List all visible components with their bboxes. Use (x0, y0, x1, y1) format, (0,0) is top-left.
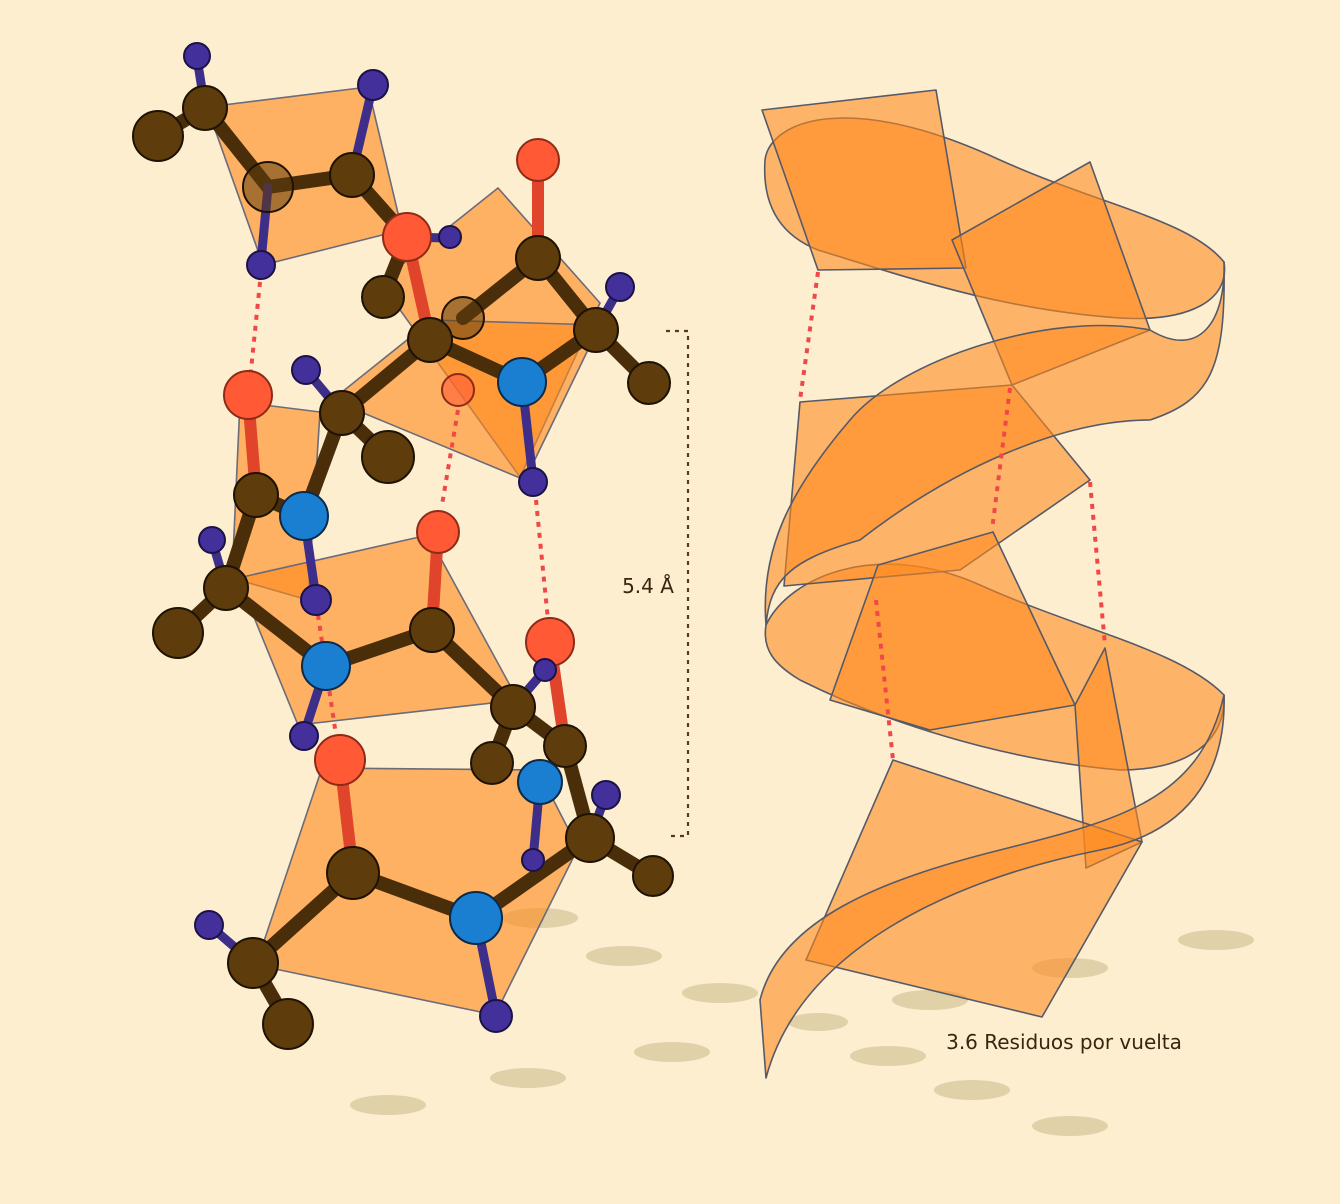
hydrogen-atom (246, 250, 276, 280)
shadow (1178, 930, 1254, 950)
ribbon-model: 3.6 Residuos por vuelta (759, 89, 1226, 1079)
hydrogen-bond (1088, 481, 1107, 646)
oxygen-atom (314, 734, 366, 786)
hydrogen-bond (534, 499, 550, 621)
residues-per-turn-label: 3.6 Residuos por vuelta (946, 1030, 1182, 1054)
shadow (350, 1095, 426, 1115)
hydrogen-atom (291, 355, 321, 385)
nitrogen-atom (497, 357, 547, 407)
carbon-atom (329, 152, 375, 198)
hydrogen-bond (248, 281, 262, 381)
hydrogen-atom (518, 467, 548, 497)
shadow (850, 1046, 926, 1066)
hydrogen-atom (438, 225, 462, 249)
hydrogen-bond (990, 387, 1012, 531)
hydrogen-atom (300, 584, 332, 616)
oxygen-atom (525, 617, 575, 667)
atoms (132, 42, 674, 1050)
pitch-bracket: 5.4 Å (622, 329, 690, 838)
carbon-atom (627, 361, 671, 405)
carbon-atom (515, 235, 561, 281)
carbon-atom (132, 110, 184, 162)
carbon-atom (409, 607, 455, 653)
nitrogen-atom (517, 759, 563, 805)
ground-shadows (350, 908, 1254, 1136)
ball-and-stick-model: 5.4 Å (132, 42, 690, 1050)
carbon-atom (632, 855, 674, 897)
hydrogen-atom (521, 848, 545, 872)
shadow (490, 1068, 566, 1088)
carbon-atom (227, 937, 279, 989)
shadow (1032, 1116, 1108, 1136)
carbon-atom (326, 846, 380, 900)
carbon-atom (152, 607, 204, 659)
hydrogen-atom (533, 658, 557, 682)
ribbon-segment-front (764, 261, 1225, 626)
carbon-atom (262, 998, 314, 1050)
peptide-plane (761, 89, 967, 271)
carbon-atom (233, 472, 279, 518)
carbon-atom (490, 684, 536, 730)
ribbon-hydrogen-bonds (798, 271, 1107, 761)
carbon-atom (407, 317, 453, 363)
hydrogen-atom (289, 721, 319, 751)
ribbon-segment-front (759, 694, 1225, 1079)
carbon-atom (203, 565, 249, 611)
carbon-atom (543, 724, 587, 768)
carbon-atom (361, 430, 415, 484)
carbon-atom (573, 307, 619, 353)
carbon-atom (441, 296, 485, 340)
carbon-atom (361, 275, 405, 319)
peptide-plane (805, 759, 1143, 1018)
shadow (586, 946, 662, 966)
carbon-atom (470, 741, 514, 785)
hydrogen-atom (198, 526, 226, 554)
nitrogen-atom (279, 491, 329, 541)
carbon-atom (242, 161, 294, 213)
peptide-plane (829, 531, 1076, 731)
carbon-atom (319, 390, 365, 436)
hydrogen-atom (194, 910, 224, 940)
hydrogen-bond (440, 409, 460, 506)
hydrogen-atom (479, 999, 513, 1033)
shadow (682, 983, 758, 1003)
hydrogen-atom (357, 69, 389, 101)
hydrogen-bond (798, 271, 820, 401)
hydrogen-atom (605, 272, 635, 302)
shadow (634, 1042, 710, 1062)
oxygen-atom (382, 212, 432, 262)
hydrogen-bond (874, 599, 895, 761)
hydrogen-atom (183, 42, 211, 70)
nitrogen-atom (449, 891, 503, 945)
hydrogen-bond (316, 614, 338, 736)
oxygen-atom (223, 370, 273, 420)
hydrogen-bonds (248, 281, 550, 736)
carbon-atom (565, 813, 615, 863)
carbon-atom (182, 85, 228, 131)
oxygen-atom (516, 138, 560, 182)
oxygen-atom (441, 373, 475, 407)
oxygen-atom (416, 510, 460, 554)
pitch-bracket-line (666, 329, 690, 838)
hydrogen-atom (591, 780, 621, 810)
shadow (788, 1013, 848, 1031)
nitrogen-atom (301, 641, 351, 691)
shadow (934, 1080, 1010, 1100)
distance-label: 5.4 Å (622, 574, 674, 598)
